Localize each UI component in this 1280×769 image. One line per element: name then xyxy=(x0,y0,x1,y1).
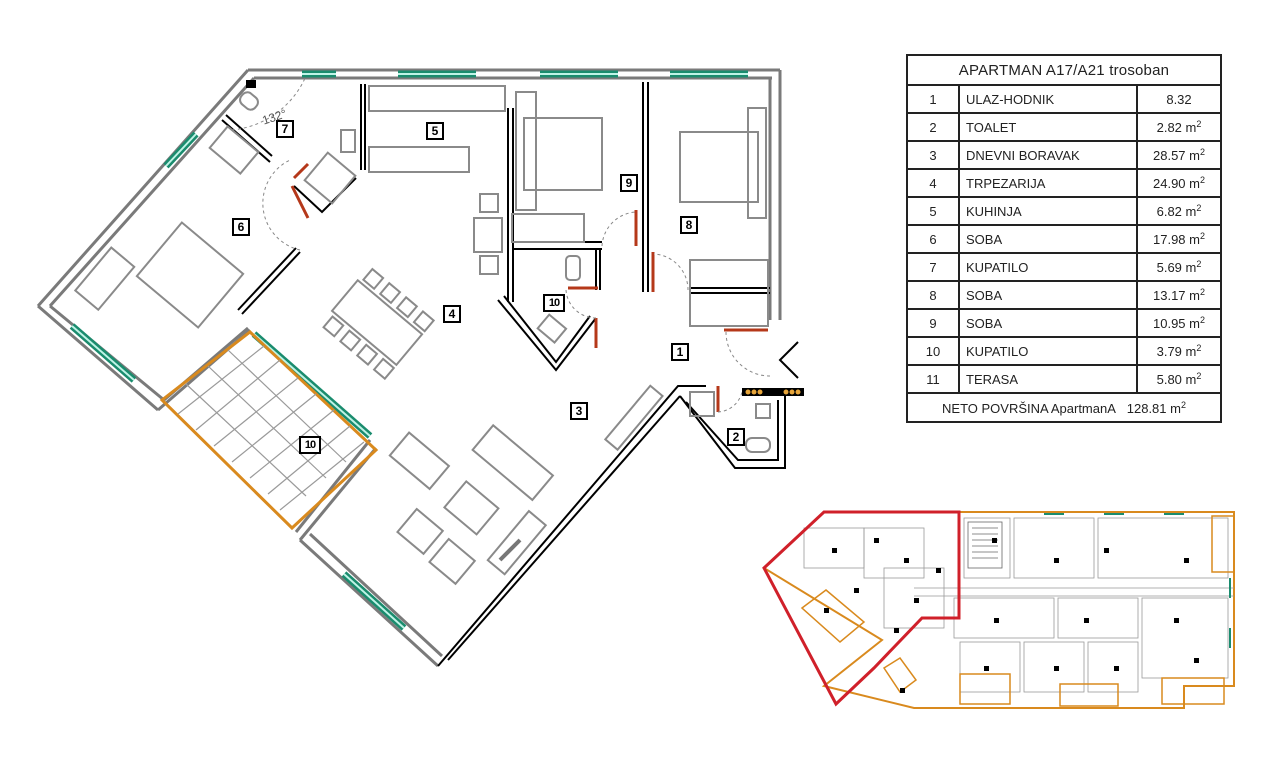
room-tag-1: 1 xyxy=(671,343,689,361)
room-area: 8.32 xyxy=(1136,84,1222,114)
room-area: 5.69 m2 xyxy=(1136,252,1222,282)
room-tag-7: 7 xyxy=(276,120,294,138)
doors xyxy=(290,162,768,412)
net-area-total: NETO POVRŠINA ApartmanA 128.81 m2 xyxy=(906,392,1222,423)
room-area: 5.80 m2 xyxy=(1136,364,1222,394)
building-key-plan xyxy=(762,508,1240,714)
room-area: 24.90 m2 xyxy=(1136,168,1222,198)
room-area: 10.95 m2 xyxy=(1136,308,1222,338)
exterior-walls xyxy=(36,68,782,668)
interior-structural-walls xyxy=(437,385,786,667)
room-number: 9 xyxy=(906,308,960,338)
room-name: SOBA xyxy=(958,224,1138,254)
apartment-highlight xyxy=(762,510,961,707)
room-area-table: APARTMAN A17/A21 trosoban 1 ULAZ-HODNIK … xyxy=(906,54,1222,423)
room-area: 13.17 m2 xyxy=(1136,280,1222,310)
room-area: 6.82 m2 xyxy=(1136,196,1222,226)
room-name: TERASA xyxy=(958,364,1138,394)
table-row: 10 KUPATILO 3.79 m2 xyxy=(906,336,1222,366)
table-row: 11 TERASA 5.80 m2 xyxy=(906,364,1222,394)
room-name: TOALET xyxy=(958,112,1138,142)
room-tag-9: 9 xyxy=(620,174,638,192)
room-name: KUPATILO xyxy=(958,252,1138,282)
table-row: 8 SOBA 13.17 m2 xyxy=(906,280,1222,310)
room-tag-10-terrace: 10 xyxy=(299,436,321,454)
room-number: 7 xyxy=(906,252,960,282)
room-area: 3.79 m2 xyxy=(1136,336,1222,366)
room-name: SOBA xyxy=(958,280,1138,310)
table-row: 7 KUPATILO 5.69 m2 xyxy=(906,252,1222,282)
table-row: 1 ULAZ-HODNIK 8.32 xyxy=(906,84,1222,114)
room-tag-4: 4 xyxy=(443,305,461,323)
room-tag-3: 3 xyxy=(570,402,588,420)
table-row: 4 TRPEZARIJA 24.90 m2 xyxy=(906,168,1222,198)
room-name: ULAZ-HODNIK xyxy=(958,84,1138,114)
furniture xyxy=(73,85,771,586)
room-number: 1 xyxy=(906,84,960,114)
table-total-row: NETO POVRŠINA ApartmanA 128.81 m2 xyxy=(906,392,1222,423)
table-row: 6 SOBA 17.98 m2 xyxy=(906,224,1222,254)
room-number: 2 xyxy=(906,112,960,142)
room-name: DNEVNI BORAVAK xyxy=(958,140,1138,170)
room-name: SOBA xyxy=(958,308,1138,338)
room-name: TRPEZARIJA xyxy=(958,168,1138,198)
total-value: 128.81 m xyxy=(1126,400,1181,416)
terrace-area xyxy=(159,330,379,531)
room-tag-2: 2 xyxy=(727,428,745,446)
entrance-arrow-icon xyxy=(778,341,799,379)
room-number: 5 xyxy=(906,196,960,226)
room-tag-8: 8 xyxy=(680,216,698,234)
table-row: 5 KUHINJA 6.82 m2 xyxy=(906,196,1222,226)
room-number: 3 xyxy=(906,140,960,170)
room-name: KUHINJA xyxy=(958,196,1138,226)
room-number: 10 xyxy=(906,336,960,366)
room-tag-6: 6 xyxy=(232,218,250,236)
room-number: 6 xyxy=(906,224,960,254)
table-row: 9 SOBA 10.95 m2 xyxy=(906,308,1222,338)
table-row: 3 DNEVNI BORAVAK 28.57 m2 xyxy=(906,140,1222,170)
room-tag-5: 5 xyxy=(426,122,444,140)
table-title-row: APARTMAN A17/A21 trosoban xyxy=(906,54,1222,86)
room-number: 8 xyxy=(906,280,960,310)
room-area: 17.98 m2 xyxy=(1136,224,1222,254)
room-area: 2.82 m2 xyxy=(1136,112,1222,142)
room-tag-10-bath: 10 xyxy=(543,294,565,312)
table-title: APARTMAN A17/A21 trosoban xyxy=(906,54,1222,86)
room-number: 4 xyxy=(906,168,960,198)
room-number: 11 xyxy=(906,364,960,394)
room-name: KUPATILO xyxy=(958,336,1138,366)
room-area: 28.57 m2 xyxy=(1136,140,1222,170)
table-row: 2 TOALET 2.82 m2 xyxy=(906,112,1222,142)
total-label: NETO POVRŠINA ApartmanA xyxy=(942,400,1116,416)
